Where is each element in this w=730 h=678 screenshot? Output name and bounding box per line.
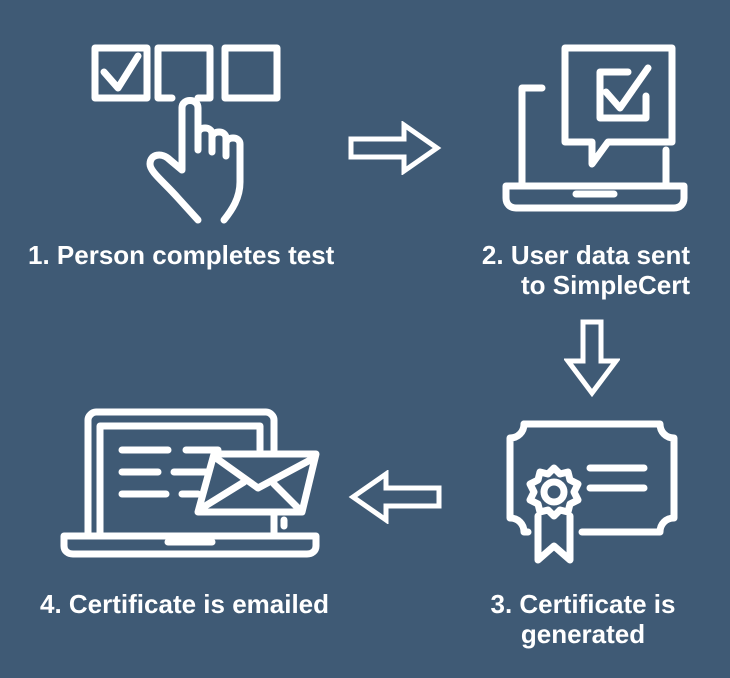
step-3-text-line1: 3. Certificate is <box>490 589 676 619</box>
certificate-seal-icon <box>502 418 682 568</box>
step-3-label: 3. Certificate is generated <box>478 589 688 649</box>
laptop-envelope-icon <box>58 408 322 558</box>
arrow-down-icon <box>564 319 620 397</box>
arrow-right-icon <box>348 121 442 175</box>
step-4-label: 4. Certificate is emailed <box>40 589 329 619</box>
step-2-text-line2: to SimpleCert <box>520 270 690 300</box>
step-1-text: 1. Person completes test <box>28 240 335 270</box>
step-3-text-line2: generated <box>520 619 646 649</box>
laptop-checkmark-bubble-icon <box>500 42 690 214</box>
arrow-left-icon <box>348 470 442 524</box>
step-2-text-line1: 2. User data sent <box>481 240 690 270</box>
checkbox-hand-icon <box>90 42 290 227</box>
step-1-label: 1. Person completes test <box>28 240 334 270</box>
step-2-label: 2. User data sent to SimpleCert <box>470 240 690 300</box>
step-4-text: 4. Certificate is emailed <box>40 589 330 619</box>
